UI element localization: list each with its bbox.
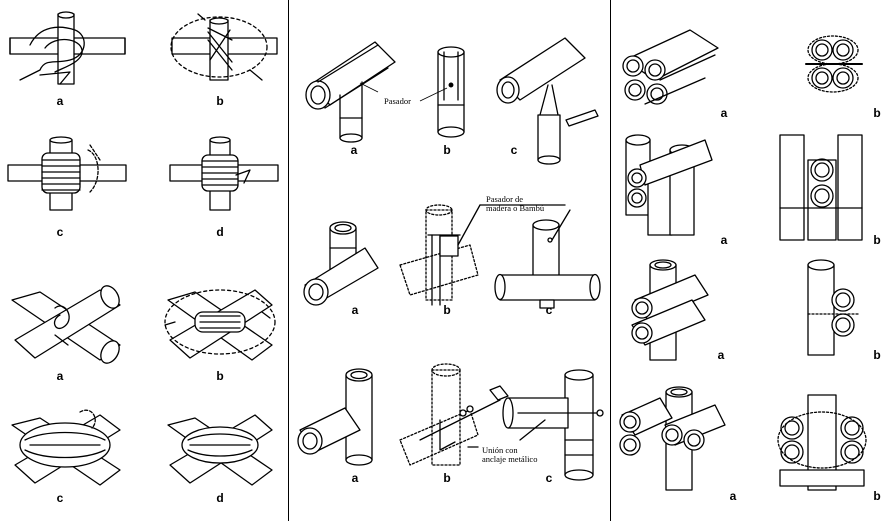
dotted-tube-pasador-drawing (399, 204, 479, 306)
split-tenon-drawing (496, 37, 599, 165)
t-joint-c-drawing (297, 368, 373, 466)
lashing-b-drawing (170, 13, 278, 81)
bundle-row1-a-drawing (622, 29, 719, 105)
panel-divider-right (610, 0, 612, 521)
right-label-2: b (873, 106, 881, 120)
tube-pasador-drawing (437, 46, 465, 138)
left-label-3: c (56, 225, 64, 239)
lashing-d-drawing (169, 136, 279, 211)
middle-label-8: b (443, 471, 451, 485)
union-line-1: Unión con (482, 445, 518, 455)
diagonal-lashing-c-drawing (11, 409, 121, 486)
middle-label-5: b (443, 303, 451, 317)
union-leader-2 (519, 419, 546, 441)
middle-label-9: c (545, 471, 553, 485)
middle-label-7: a (351, 471, 359, 485)
diagonal-lashing-b-drawing (164, 289, 276, 361)
pasador-madera-line-1: Pasador de (486, 194, 524, 204)
lashing-a-drawing (9, 11, 126, 85)
t-joint-b-drawing (303, 221, 379, 306)
metal-anchor-exploded-drawing (399, 363, 509, 466)
union-line-2: anclaje metálico (482, 454, 538, 464)
diagonal-lashing-a-drawing (11, 285, 121, 364)
right-label-7: a (729, 489, 737, 503)
right-label-1: a (720, 106, 728, 120)
dowel-leader-1 (457, 204, 481, 246)
left-label-5: a (56, 369, 64, 383)
union-annotation: Unión con anclaje metálico (482, 446, 537, 464)
right-label-4: b (873, 233, 881, 247)
middle-label-4: a (351, 303, 359, 317)
right-label-3: a (720, 233, 728, 247)
t-joint-dowel-drawing (494, 219, 601, 309)
bundle-row4-b-drawing (777, 394, 867, 491)
metal-anchor-tube-drawing (502, 369, 604, 481)
bundle-row3-a-drawing (631, 259, 709, 361)
pasador-annotation: Pasador (384, 96, 411, 106)
bundle-row3-b-drawing (807, 259, 861, 356)
middle-label-1: a (350, 143, 358, 157)
middle-label-6: c (545, 303, 553, 317)
left-label-1: a (56, 94, 64, 108)
dowel-leader-2 (551, 209, 571, 241)
bundle-row1-b-drawing (805, 35, 863, 93)
middle-label-2: b (443, 143, 451, 157)
left-label-4: d (216, 225, 224, 239)
bundle-row2-a-drawing (625, 134, 713, 236)
right-label-5: a (717, 348, 725, 362)
left-label-6: b (216, 369, 224, 383)
bundle-row4-a-drawing (619, 386, 726, 491)
pasador-madera-annotation: Pasador de madera o Bambú (486, 195, 544, 213)
pasador-madera-line-2: madera o Bambú (486, 203, 545, 213)
left-label-8: d (216, 491, 224, 505)
middle-label-3: c (510, 143, 518, 157)
left-label-7: c (56, 491, 64, 505)
right-label-8: b (873, 489, 881, 503)
diagonal-lashing-d-drawing (167, 414, 273, 486)
left-label-2: b (216, 94, 224, 108)
lashing-c-drawing (7, 136, 127, 211)
t-joint-pasador-drawing (305, 41, 396, 143)
bundle-row2-b-drawing (779, 134, 863, 241)
right-label-6: b (873, 348, 881, 362)
panel-divider-left (288, 0, 290, 521)
